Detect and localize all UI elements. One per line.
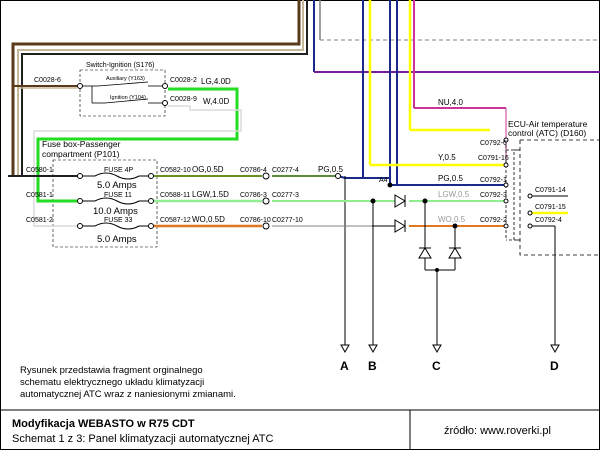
c0580-1-label: C0580-1 [26, 167, 53, 174]
fuse-11-name: FUSE 11 [104, 192, 132, 199]
ecu-label-1: ECU-Air temperature [508, 119, 588, 129]
description-line-1: Rysunek przedstawia fragment orginalnego [20, 365, 203, 376]
wire-lg-4-label: LG,4.0D [201, 77, 231, 86]
wire-lgw-label: LGW,1.5D [192, 190, 229, 199]
output-a-label: A [340, 359, 349, 373]
wire-lgw2-label: LGW,0.5 [438, 190, 470, 199]
c0028-2-label: C0028-2 [170, 77, 197, 84]
wire-y-label: Y,0.5 [438, 153, 456, 162]
footer-source: źródło: www.roverki.pl [444, 425, 551, 437]
ecu-feed-wires [313, 0, 600, 186]
fuse-33-name: FUSE 33 [104, 217, 133, 224]
fuse-box-label-2: compartment (P101) [42, 149, 120, 159]
c0581-1-label: C0581-1 [26, 192, 53, 199]
footer-subtitle: Schemat 1 z 3: Panel klimatyzacji automa… [12, 433, 274, 445]
fuse-33-amps: 5.0 Amps [97, 234, 137, 245]
wire-wo-label: WO,0.5D [192, 215, 225, 224]
c0786-10-label: C0786-10 [240, 217, 271, 224]
c0791-14-label: C0791-14 [535, 187, 566, 194]
output-d-label: D [550, 359, 559, 373]
fuse-box-label-1: Fuse box-Passenger [42, 139, 121, 149]
c0582-10-label: C0582-10 [160, 167, 191, 174]
auxiliary-label: Auxiliary (Y163) [106, 76, 145, 82]
wire-pg2-label: PG,0.5 [438, 174, 463, 183]
wire-w-4-label: W,4.0D [203, 97, 229, 106]
description-line-3: automatycznej ATC wraz z naniesionymi zm… [20, 389, 236, 400]
wire-pg-label: PG,0.5 [318, 165, 343, 174]
c0791-16-label: C0791-16 [478, 155, 509, 162]
c0581-2-label: C0581-2 [26, 217, 53, 224]
c0792-6-label: C0792-6 [480, 140, 507, 147]
ignition-switch [77, 69, 168, 117]
c0792-2-label: C0792-2 [480, 217, 507, 224]
c0792-3-label: C0792-3 [480, 192, 507, 199]
fuse-box [52, 159, 158, 248]
output-b-label: B [368, 359, 377, 373]
c0791-15-label: C0791-15 [535, 204, 566, 211]
c0792-1-label: C0792-1 [480, 177, 507, 184]
fuse-33 [34, 222, 154, 230]
output-terminals [340, 344, 560, 354]
wire-og-label: OG,0.5D [192, 165, 224, 174]
fuse-11 [38, 197, 154, 205]
c0587-12-label: C0587-12 [160, 217, 191, 224]
wire-nu-label: NU,4.0 [438, 98, 463, 107]
c0028-9-label: C0028-9 [170, 96, 197, 103]
c0786-3-label: C0786-3 [240, 192, 267, 199]
c0277-3-label: C0277-3 [272, 192, 299, 199]
fuse-4p-amps: 5.0 Amps [97, 180, 137, 191]
c0028-6-label: C0028-6 [34, 77, 61, 84]
footer-title: Modyfikacja WEBASTO w R75 CDT [12, 418, 195, 430]
a4-label: A4 [379, 177, 388, 184]
c0277-10-label: C0277-10 [272, 217, 303, 224]
c0588-11-label: C0588-11 [160, 192, 190, 199]
fuse-11-amps: 10.0 Amps [93, 206, 138, 217]
c0277-4-label: C0277-4 [272, 167, 299, 174]
description-line-2: schematu elektrycznego układu klimatyzac… [20, 377, 204, 388]
switch-ignition-label: Switch-Ignition (S176) [86, 62, 154, 69]
diodes [370, 182, 462, 345]
wire-wo2-label: WO,0.5 [438, 215, 466, 224]
ignition-label: Ignition (Y104) [110, 95, 146, 101]
ecu-label-2: control (ATC) (D160) [508, 128, 586, 138]
fuse-4p [8, 172, 154, 180]
top-bus [11, 0, 308, 176]
fuse-4p-name: FUSE 4P [104, 167, 134, 174]
ecu-block [503, 137, 600, 345]
c0792-x-label: C0792-4 [535, 217, 562, 224]
c0786-4-label: C0786-4 [240, 167, 267, 174]
output-c-label: C [432, 359, 441, 373]
